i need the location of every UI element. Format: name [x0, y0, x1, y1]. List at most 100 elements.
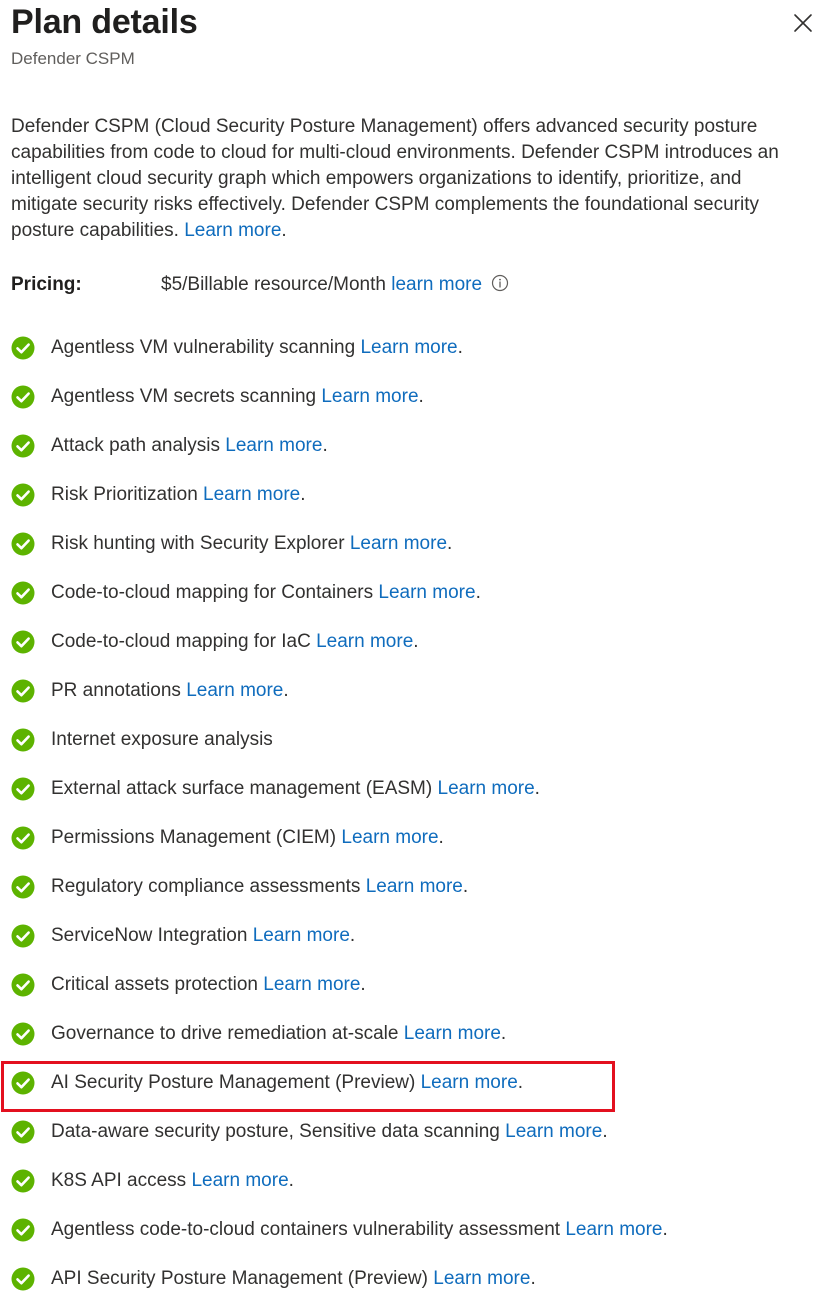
feature-content: API Security Posture Management (Preview… [51, 1254, 536, 1303]
feature-link-suffix: . [530, 1268, 536, 1289]
feature-label: Agentless VM vulnerability scanning [51, 337, 356, 358]
description-learn-more-link[interactable]: Learn more [184, 220, 282, 241]
feature-item: Code-to-cloud mapping for Containers Lea… [0, 568, 832, 617]
feature-learn-more-link[interactable]: Learn more [186, 680, 284, 701]
feature-link-suffix: . [517, 1072, 524, 1093]
page-title: Plan details [11, 3, 198, 41]
pricing-learn-more-link[interactable]: learn more [391, 274, 483, 295]
check-circle-icon [11, 385, 35, 408]
feature-label: Risk Prioritization [51, 484, 198, 505]
pricing-row: Pricing: $5/Billable resource/Month lear… [11, 270, 811, 300]
feature-item: Regulatory compliance assessments Learn … [0, 862, 832, 911]
feature-label: Critical assets protection [51, 974, 258, 995]
feature-learn-more-link[interactable]: Learn more [263, 974, 361, 995]
check-circle-icon [11, 1120, 35, 1143]
feature-learn-more-link[interactable]: Learn more [252, 925, 350, 946]
feature-learn-more-link[interactable]: Learn more [341, 827, 439, 848]
description-link-suffix: . [281, 220, 287, 241]
feature-label: K8S API access [51, 1170, 187, 1191]
feature-link-suffix: . [288, 1170, 294, 1191]
check-circle-icon [11, 1267, 35, 1290]
feature-item: Data-aware security posture, Sensitive d… [0, 1107, 832, 1156]
feature-learn-more-link[interactable]: Learn more [505, 1121, 603, 1142]
check-circle-icon [11, 728, 35, 751]
pricing-label: Pricing: [11, 274, 82, 295]
close-button[interactable] [790, 10, 816, 36]
feature-link-suffix: . [349, 925, 356, 946]
feature-item: Agentless VM vulnerability scanning Lear… [0, 323, 832, 372]
feature-link-suffix: . [602, 1121, 608, 1142]
feature-label: Code-to-cloud mapping for IaC [51, 631, 311, 652]
check-circle-icon [11, 924, 35, 947]
feature-label: Agentless code-to-cloud containers vulne… [51, 1219, 561, 1240]
check-circle-icon [11, 1218, 35, 1241]
feature-content: External attack surface management (EASM… [51, 764, 540, 813]
feature-link-suffix: . [457, 337, 463, 358]
feature-label: Code-to-cloud mapping for Containers [51, 582, 374, 603]
pricing-value-group: $5/Billable resource/Month learn more [161, 270, 509, 300]
feature-learn-more-link[interactable]: Learn more [225, 435, 323, 456]
feature-link-suffix: . [322, 435, 328, 456]
feature-learn-more-link[interactable]: Learn more [565, 1219, 663, 1240]
feature-link-suffix: . [300, 484, 306, 505]
close-icon [794, 14, 812, 32]
feature-learn-more-link[interactable]: Learn more [316, 631, 414, 652]
feature-label: Governance to drive remediation at-scale [51, 1023, 399, 1044]
feature-learn-more-link[interactable]: Learn more [360, 337, 458, 358]
feature-item: External attack surface management (EASM… [0, 764, 832, 813]
feature-learn-more-link[interactable]: Learn more [420, 1072, 518, 1093]
feature-content: Agentless VM vulnerability scanning Lear… [51, 323, 463, 372]
feature-learn-more-link[interactable]: Learn more [433, 1268, 531, 1289]
feature-label: Attack path analysis [51, 435, 220, 456]
feature-link-suffix: . [475, 582, 481, 603]
feature-item: Agentless VM secrets scanning Learn more… [0, 372, 832, 421]
feature-label: Internet exposure analysis [51, 729, 273, 750]
feature-label: Data-aware security posture, Sensitive d… [51, 1121, 500, 1142]
feature-item: K8S API access Learn more. [0, 1156, 832, 1205]
feature-label: Agentless VM secrets scanning [51, 386, 317, 407]
plan-description: Defender CSPM (Cloud Security Posture Ma… [11, 114, 811, 244]
feature-learn-more-link[interactable]: Learn more [203, 484, 301, 505]
check-circle-icon [11, 532, 35, 555]
info-icon[interactable] [491, 274, 509, 292]
feature-content: Agentless code-to-cloud containers vulne… [51, 1205, 668, 1254]
feature-learn-more-link[interactable]: Learn more [321, 386, 419, 407]
feature-item: Agentless code-to-cloud containers vulne… [0, 1205, 832, 1254]
feature-learn-more-link[interactable]: Learn more [191, 1170, 289, 1191]
feature-learn-more-link[interactable]: Learn more [378, 582, 476, 603]
feature-link-suffix: . [360, 974, 366, 995]
feature-learn-more-link[interactable]: Learn more [403, 1023, 501, 1044]
description-text: Defender CSPM (Cloud Security Posture Ma… [11, 116, 779, 241]
check-circle-icon [11, 973, 35, 996]
feature-link-suffix: . [447, 533, 453, 554]
feature-content: Attack path analysis Learn more. [51, 421, 328, 470]
check-circle-icon [11, 581, 35, 604]
feature-content: Critical assets protection Learn more. [51, 960, 366, 1009]
check-circle-icon [11, 777, 35, 800]
check-circle-icon [11, 1169, 35, 1192]
feature-item: Risk hunting with Security Explorer Lear… [0, 519, 832, 568]
feature-item: Attack path analysis Learn more. [0, 421, 832, 470]
feature-link-suffix: . [413, 631, 419, 652]
feature-link-suffix: . [500, 1023, 507, 1044]
feature-content: Agentless VM secrets scanning Learn more… [51, 372, 424, 421]
feature-label: AI Security Posture Management (Preview) [51, 1072, 416, 1093]
feature-learn-more-link[interactable]: Learn more [365, 876, 463, 897]
feature-item: Critical assets protection Learn more. [0, 960, 832, 1009]
feature-learn-more-link[interactable]: Learn more [349, 533, 448, 554]
feature-link-suffix: . [418, 386, 424, 407]
feature-label: ServiceNow Integration [51, 925, 248, 946]
feature-learn-more-link[interactable]: Learn more [437, 778, 535, 799]
feature-label: API Security Posture Management (Preview… [51, 1268, 428, 1289]
feature-content: Data-aware security posture, Sensitive d… [51, 1107, 608, 1156]
feature-label: Permissions Management (CIEM) [51, 827, 337, 848]
check-circle-icon [11, 434, 35, 457]
feature-content: K8S API access Learn more. [51, 1156, 294, 1205]
check-circle-icon [11, 826, 35, 849]
feature-label: PR annotations [51, 680, 181, 701]
check-circle-icon [11, 483, 35, 506]
feature-link-suffix: . [462, 876, 469, 897]
check-circle-icon [11, 1022, 35, 1045]
feature-list: Agentless VM vulnerability scanning Lear… [0, 323, 832, 1303]
feature-content: Risk Prioritization Learn more. [51, 470, 306, 519]
